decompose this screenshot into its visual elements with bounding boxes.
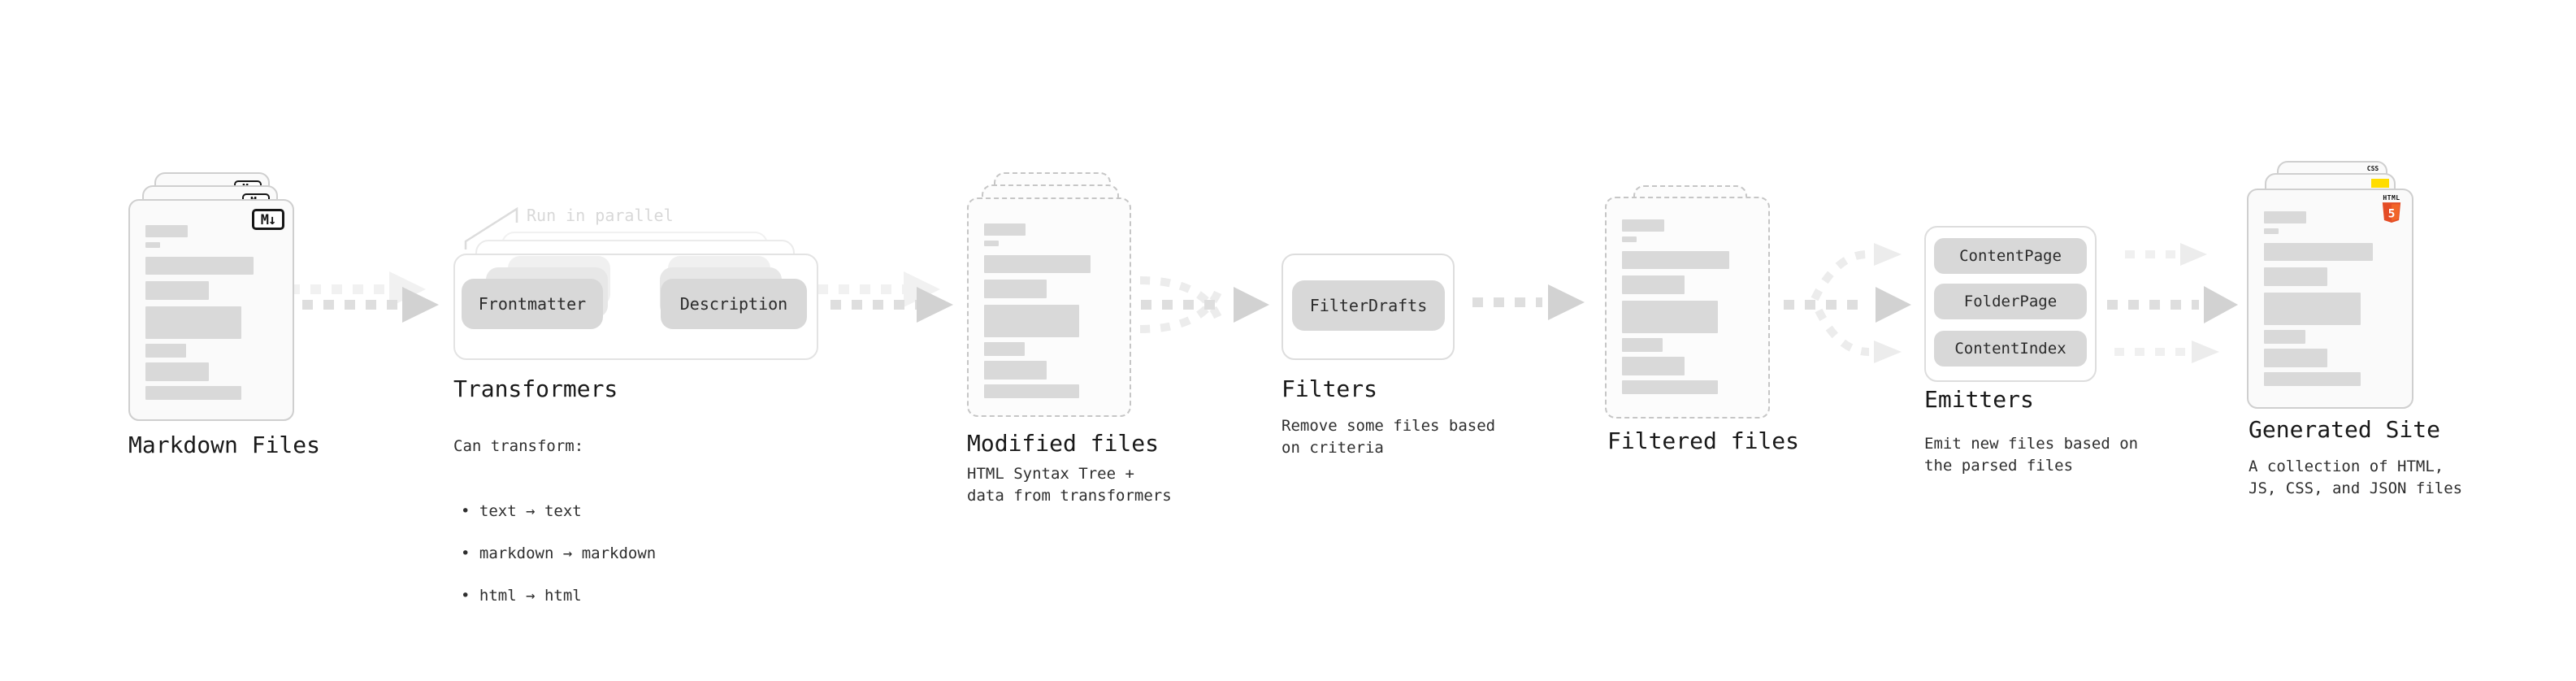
- file-card-front: [1605, 197, 1770, 419]
- content-bar: [1622, 236, 1637, 242]
- content-bar: [145, 225, 188, 237]
- content-bar: [2264, 267, 2328, 286]
- run-in-parallel-callout: Run in parallel: [527, 206, 674, 225]
- content-bar: [2264, 293, 2361, 325]
- file-content-placeholder: [2264, 211, 2396, 386]
- file-card-front: M↓: [128, 199, 294, 421]
- markdown-icon: M↓: [252, 209, 284, 230]
- content-bar: [2264, 330, 2305, 344]
- arrow-filters-to-filtered: [1472, 284, 1585, 320]
- stage-label-filtered-files: Filtered files: [1607, 427, 1800, 454]
- content-bar: [984, 342, 1025, 356]
- content-bar: [145, 257, 254, 275]
- arrow-modified-to-filters: [1139, 276, 1269, 333]
- file-content-placeholder: [145, 225, 277, 400]
- arrow-markdown-to-transformers: [289, 271, 439, 323]
- stage-sublabel-filters: Remove some files based on criteria: [1281, 417, 1496, 457]
- content-bar: [984, 384, 1079, 398]
- content-bar: [1622, 338, 1663, 352]
- content-bar: [984, 305, 1079, 337]
- content-bar: [145, 386, 242, 400]
- file-card-front: HTML 5: [2247, 189, 2413, 409]
- stage-sublabel-modified-files: HTML Syntax Tree + data from transformer…: [967, 465, 1172, 505]
- stage-label-generated-site: Generated Site: [2249, 416, 2441, 443]
- content-bar: [984, 361, 1047, 380]
- html5-icon: HTML 5: [2381, 194, 2402, 223]
- stage-label-modified-files: Modified files: [967, 430, 1160, 457]
- content-bar: [984, 241, 999, 246]
- content-bar: [145, 242, 160, 248]
- transformer-pill-frontmatter: Frontmatter: [462, 279, 603, 329]
- html5-icon-label: HTML: [2383, 194, 2400, 202]
- content-bar: [1622, 301, 1718, 333]
- content-bar: [145, 281, 209, 300]
- content-bar: [2264, 243, 2373, 261]
- stage-sublabel-emitters: Emit new files based on the parsed files: [1924, 435, 2139, 475]
- emitter-pill-contentpage: ContentPage: [1934, 238, 2087, 274]
- js-icon: [2371, 179, 2389, 188]
- html5-icon-number: 5: [2388, 207, 2396, 221]
- content-bar: [2264, 349, 2328, 367]
- content-bar: [145, 362, 209, 381]
- content-bar: [1622, 275, 1685, 294]
- css-icon-label: CSS: [2366, 165, 2379, 172]
- bullet-item: • markdown → markdown: [461, 544, 657, 562]
- content-bar: [984, 223, 1026, 236]
- stage-label-transformers: Transformers: [453, 375, 618, 402]
- emitter-pill-contentindex: ContentIndex: [1934, 331, 2087, 367]
- content-bar: [1622, 219, 1664, 232]
- file-content-placeholder: [984, 223, 1114, 398]
- transformers-desc-title: Can transform:: [453, 437, 584, 455]
- transformers-bullet-list: • text → text • markdown → markdown • ht…: [453, 479, 656, 627]
- file-content-placeholder: [1622, 219, 1753, 394]
- content-bar: [2264, 211, 2307, 223]
- arrow-emitters-to-generated: [2107, 243, 2238, 363]
- stage-label-emitters: Emitters: [1924, 386, 2034, 413]
- bullet-item: • html → html: [461, 587, 582, 605]
- arrow-filtered-to-emitters: [1784, 243, 1911, 363]
- stage-label-markdown-files: Markdown Files: [128, 432, 321, 458]
- emitter-pill-folderpage: FolderPage: [1934, 284, 2087, 319]
- content-bar: [984, 255, 1091, 273]
- transformer-pill-description: Description: [661, 279, 807, 329]
- bullet-item: • text → text: [461, 502, 582, 520]
- transformers-description: Can transform: • text → text • markdown …: [453, 414, 656, 649]
- content-bar: [145, 306, 242, 339]
- content-bar: [1622, 380, 1718, 394]
- content-bar: [145, 344, 187, 358]
- content-bar: [2264, 228, 2279, 234]
- filter-pill-filterdrafts: FilterDrafts: [1292, 280, 1445, 331]
- stage-label-filters: Filters: [1281, 375, 1378, 402]
- content-bar: [1622, 251, 1730, 269]
- content-bar: [984, 280, 1047, 298]
- file-card-front: [967, 197, 1131, 417]
- arrow-transformers-to-modified: [817, 271, 953, 323]
- content-bar: [1622, 357, 1685, 375]
- stage-sublabel-generated-site: A collection of HTML, JS, CSS, and JSON …: [2249, 458, 2463, 497]
- content-bar: [2264, 372, 2361, 386]
- html5-shield: 5: [2382, 202, 2401, 223]
